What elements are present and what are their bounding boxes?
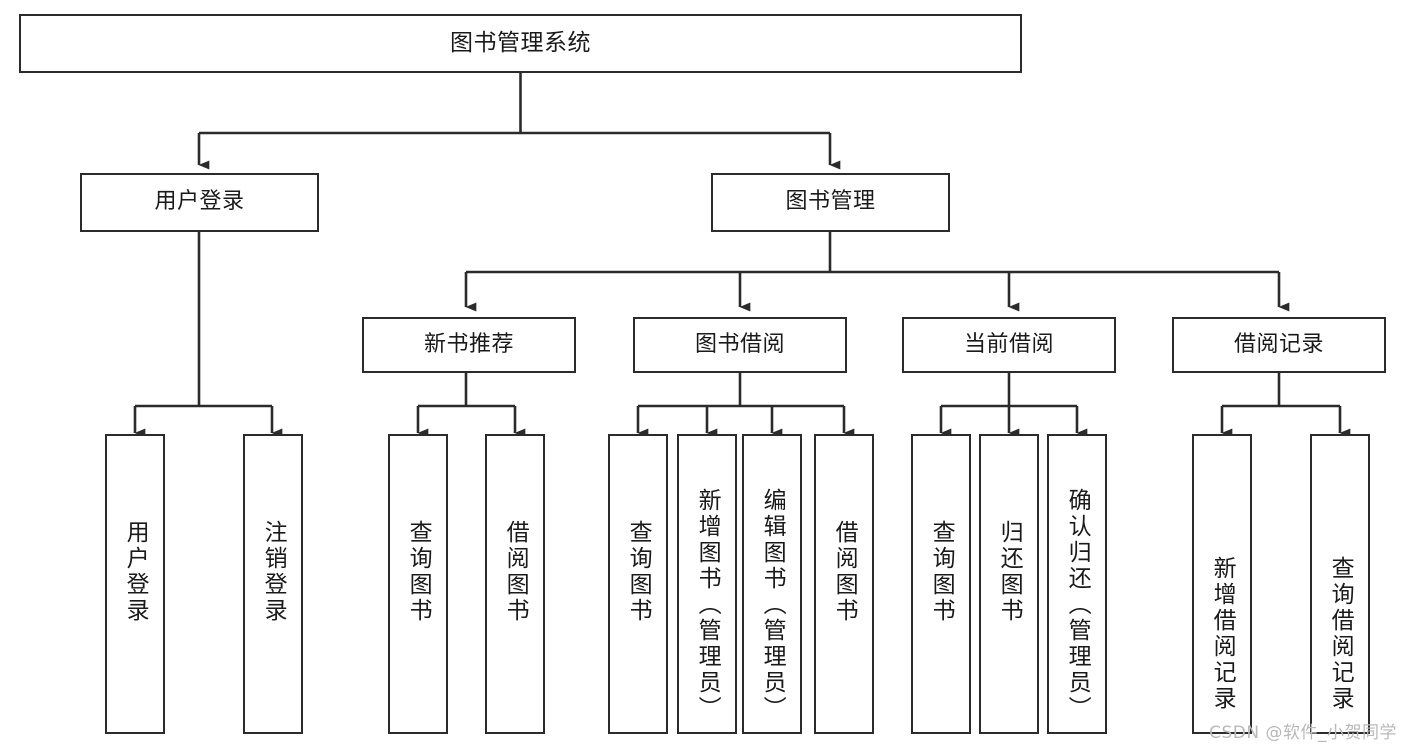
node-label: 新增借阅记录 [1209, 556, 1236, 712]
node-label: 图书借阅 [694, 331, 785, 357]
node-new-book-recommendation[interactable]: 新书推荐 [362, 317, 576, 373]
leaf-edit-book-admin[interactable]: 编辑图书（管理员） [742, 434, 802, 734]
leaf-query-borrow-record[interactable]: 查询借阅记录 [1310, 434, 1370, 734]
node-label: 查询借阅记录 [1327, 556, 1354, 712]
csdn-watermark: CSDN @软件_小贺同学 [1209, 723, 1397, 743]
node-label: 借阅图书 [831, 520, 858, 624]
leaf-user-login[interactable]: 用户登录 [105, 434, 165, 734]
node-label: 编辑图书（管理员） [759, 488, 786, 722]
node-book-management[interactable]: 图书管理 [711, 173, 950, 232]
node-root-system[interactable]: 图书管理系统 [19, 14, 1022, 73]
node-label: 用户登录 [122, 520, 149, 624]
leaf-query-book-borrow[interactable]: 查询图书 [608, 434, 668, 734]
node-label: 查询图书 [405, 520, 432, 624]
node-label: 借阅图书 [502, 520, 529, 624]
node-label: 图书管理系统 [450, 29, 591, 56]
leaf-query-book-current[interactable]: 查询图书 [911, 434, 971, 734]
leaf-confirm-return-admin[interactable]: 确认归还（管理员） [1047, 434, 1107, 734]
node-label: 查询图书 [625, 520, 652, 624]
leaf-borrow-book-borrow[interactable]: 借阅图书 [814, 434, 874, 734]
node-label: 注销登录 [260, 520, 287, 624]
node-label: 确认归还（管理员） [1064, 488, 1091, 722]
leaf-add-book-admin[interactable]: 新增图书（管理员） [677, 434, 737, 734]
node-label: 新增图书（管理员） [694, 488, 721, 722]
node-label: 归还图书 [996, 520, 1023, 624]
node-label: 图书管理 [785, 189, 876, 215]
leaf-return-book[interactable]: 归还图书 [979, 434, 1039, 734]
leaf-logout[interactable]: 注销登录 [243, 434, 303, 734]
node-label: 当前借阅 [963, 331, 1054, 357]
node-user-login[interactable]: 用户登录 [80, 173, 319, 232]
leaf-add-borrow-record[interactable]: 新增借阅记录 [1192, 434, 1252, 734]
node-current-borrowing[interactable]: 当前借阅 [902, 317, 1116, 373]
node-label: 查询图书 [928, 520, 955, 624]
node-book-borrowing[interactable]: 图书借阅 [633, 317, 847, 373]
leaf-query-book-new[interactable]: 查询图书 [388, 434, 448, 734]
node-label: 新书推荐 [423, 331, 514, 357]
node-borrow-records[interactable]: 借阅记录 [1172, 317, 1386, 373]
leaf-borrow-book-new[interactable]: 借阅图书 [485, 434, 545, 734]
node-label: 借阅记录 [1233, 331, 1324, 357]
node-label: 用户登录 [154, 189, 245, 215]
